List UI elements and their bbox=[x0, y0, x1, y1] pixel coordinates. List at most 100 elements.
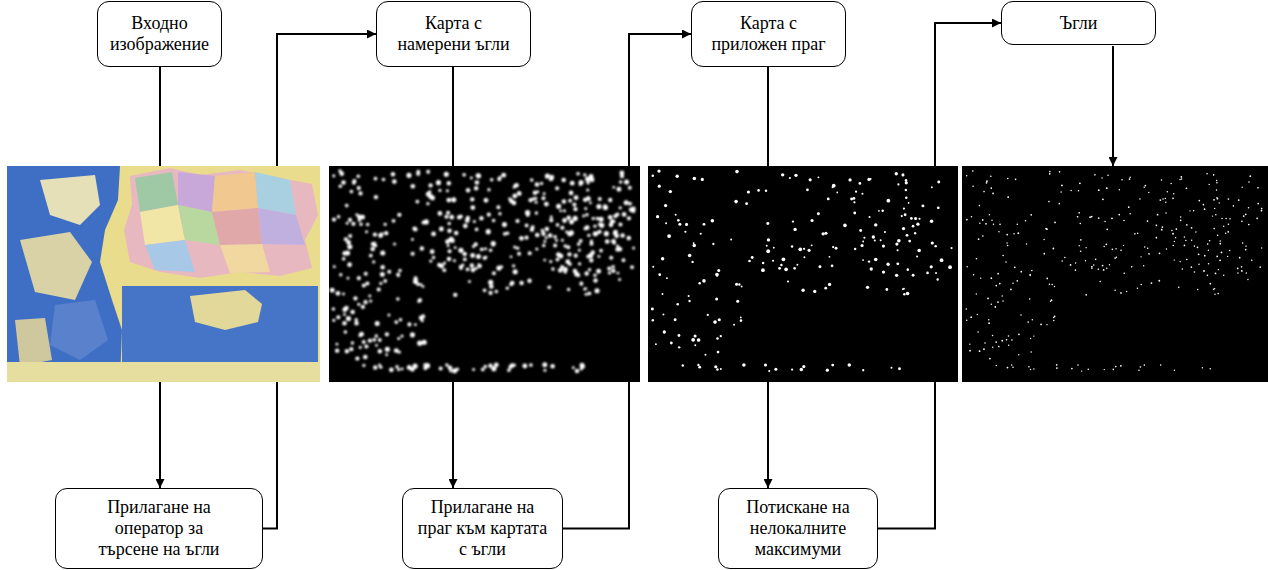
corner-dot bbox=[716, 368, 719, 371]
corner-dot bbox=[867, 178, 870, 181]
corner-dot bbox=[1195, 231, 1196, 232]
corner-dot bbox=[1007, 245, 1009, 247]
corner-dot bbox=[1179, 179, 1181, 181]
corner-dot bbox=[1207, 243, 1209, 245]
corner-dot bbox=[370, 247, 375, 252]
corner-dot bbox=[374, 177, 378, 181]
corner-dot bbox=[619, 180, 622, 183]
corner-dot bbox=[535, 211, 538, 214]
corner-dot bbox=[991, 277, 993, 279]
corner-dot bbox=[359, 223, 362, 226]
corner-dot bbox=[567, 288, 570, 291]
corner-dot bbox=[885, 288, 888, 291]
corner-dot bbox=[378, 338, 382, 342]
corner-dot bbox=[662, 313, 664, 315]
corner-dot bbox=[1171, 230, 1173, 232]
corner-dot bbox=[662, 293, 664, 295]
corner-dot bbox=[661, 257, 664, 260]
corner-dot bbox=[397, 274, 400, 277]
corner-dot bbox=[1080, 250, 1082, 252]
corner-dot bbox=[782, 257, 786, 261]
corner-dot bbox=[1147, 247, 1149, 249]
corner-dot bbox=[1148, 192, 1149, 193]
corner-dot bbox=[421, 314, 425, 318]
corner-dot bbox=[1089, 216, 1091, 218]
corner-dot bbox=[669, 190, 672, 193]
corner-dot bbox=[1257, 187, 1259, 189]
corner-dot bbox=[616, 187, 621, 192]
corner-dot bbox=[791, 368, 793, 370]
corner-dot bbox=[997, 301, 999, 303]
corner-dot bbox=[501, 173, 506, 178]
corner-dot bbox=[1075, 262, 1076, 263]
corner-dot bbox=[1214, 288, 1215, 289]
corner-dot bbox=[605, 239, 610, 244]
corner-dot bbox=[369, 254, 373, 258]
corner-dot bbox=[1241, 266, 1243, 268]
corner-dot bbox=[829, 256, 831, 258]
corner-dot bbox=[1053, 320, 1055, 322]
corner-dot bbox=[555, 186, 559, 190]
corner-dot bbox=[1045, 228, 1047, 230]
corner-dot bbox=[415, 200, 419, 204]
corner-dot bbox=[1197, 246, 1199, 248]
corner-dot bbox=[1216, 182, 1218, 184]
corner-dot bbox=[1007, 196, 1009, 198]
corner-dot bbox=[1118, 214, 1120, 216]
corner-dot bbox=[593, 231, 598, 236]
corner-dot bbox=[988, 322, 990, 324]
corner-dot bbox=[551, 267, 555, 271]
corner-dot bbox=[766, 245, 768, 247]
corner-dot bbox=[1220, 240, 1222, 242]
corner-dot bbox=[665, 222, 667, 224]
corner-dot bbox=[688, 300, 690, 302]
corner-dot bbox=[1212, 215, 1213, 216]
corner-dot bbox=[447, 181, 451, 185]
corner-dot bbox=[345, 204, 349, 208]
corner-dot bbox=[1206, 173, 1208, 175]
corner-dot bbox=[513, 186, 516, 189]
corner-dot bbox=[1174, 241, 1175, 242]
corner-dot bbox=[1191, 240, 1192, 241]
corner-dot bbox=[992, 347, 993, 348]
corner-dot bbox=[874, 258, 878, 262]
corner-dot bbox=[1103, 246, 1104, 247]
corner-dot bbox=[384, 231, 388, 235]
corner-dot bbox=[484, 256, 487, 259]
corner-dot bbox=[1228, 198, 1230, 200]
corner-dot bbox=[475, 180, 480, 185]
corner-dot bbox=[608, 198, 612, 202]
corner-dot bbox=[397, 213, 401, 217]
corner-dot bbox=[1248, 181, 1250, 183]
corner-dot bbox=[936, 278, 938, 280]
corner-dot bbox=[803, 248, 805, 250]
corner-dot bbox=[1098, 189, 1100, 191]
corner-dot bbox=[1103, 269, 1105, 271]
corner-dot bbox=[470, 177, 473, 180]
corner-dot bbox=[573, 216, 578, 221]
process-box: Карта с приложен праг bbox=[691, 1, 846, 67]
corner-dot bbox=[678, 223, 681, 226]
corner-dot bbox=[1144, 185, 1146, 187]
corner-dot bbox=[622, 258, 626, 262]
corner-dot bbox=[589, 242, 593, 246]
corner-dot bbox=[1166, 248, 1167, 249]
corner-dot bbox=[436, 180, 441, 185]
corner-dot bbox=[1157, 214, 1159, 216]
corner-dot bbox=[678, 346, 680, 348]
corner-dot bbox=[905, 181, 908, 184]
corner-dot bbox=[1099, 281, 1100, 282]
corner-dot bbox=[463, 257, 467, 261]
corner-dot bbox=[447, 257, 452, 262]
corner-dot bbox=[542, 244, 546, 248]
corner-dot bbox=[736, 300, 739, 303]
corner-dot bbox=[500, 265, 503, 268]
corner-dot bbox=[535, 233, 540, 238]
corner-dot bbox=[1175, 228, 1177, 230]
corner-dot bbox=[374, 334, 377, 337]
corner-dot bbox=[363, 300, 367, 304]
corner-dot bbox=[904, 213, 907, 216]
corner-dot bbox=[422, 340, 427, 345]
corner-dot bbox=[506, 287, 509, 290]
corner-dot bbox=[349, 347, 353, 351]
